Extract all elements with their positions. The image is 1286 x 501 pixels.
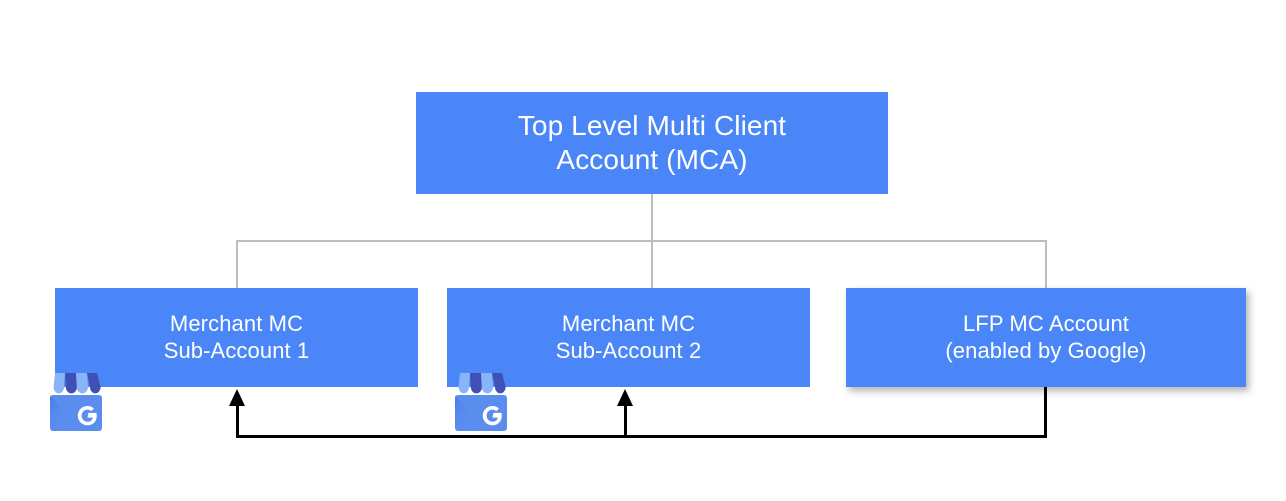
connector-drop-sub2 [651,240,653,288]
feedback-wire-up-sub1 [236,400,239,437]
arrowhead-icon-sub1 [229,389,245,406]
node-top-level-mca[interactable]: Top Level Multi Client Account (MCA) [416,92,888,194]
connector-mca-stem [651,194,653,242]
connector-horizontal-bar [236,240,1047,242]
node-merchant-mc-sub-account-2[interactable]: Merchant MC Sub-Account 2 [447,288,810,387]
node-lfp-mc-account[interactable]: LFP MC Account (enabled by Google) [846,288,1246,387]
node-merchant-mc-sub-account-1[interactable]: Merchant MC Sub-Account 1 [55,288,418,387]
arrowhead-icon-sub2 [617,389,633,406]
connector-drop-lfp [1045,240,1047,288]
connector-drop-sub1 [236,240,238,288]
feedback-wire-bottom-rail [236,435,1047,438]
google-my-business-storefront-icon [40,365,112,437]
feedback-wire-up-sub2 [624,400,627,437]
feedback-wire-lfp-down [1044,387,1047,438]
google-my-business-storefront-icon [445,365,517,437]
